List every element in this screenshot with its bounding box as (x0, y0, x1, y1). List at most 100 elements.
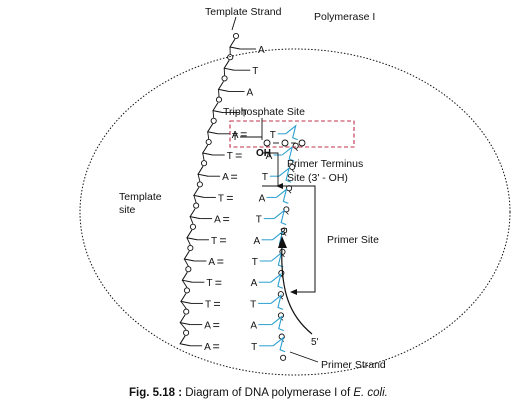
caption-fig: Fig. 5.18 : (129, 387, 182, 399)
three-prime-label: 3' (280, 227, 288, 238)
primer-link (280, 296, 284, 300)
template-base: T (205, 299, 211, 310)
primer-site-arrow-bottom (290, 289, 297, 295)
template-phosphate (183, 287, 191, 294)
primer-base: A (259, 193, 266, 204)
template-base: A (258, 45, 265, 56)
primer-link (283, 233, 287, 236)
template-phosphate (185, 266, 192, 273)
primer-site-bracket (282, 185, 316, 293)
primer-link (291, 169, 295, 173)
primer-base: T (270, 130, 276, 141)
template-phosphate (215, 96, 223, 103)
template-sugar (223, 59, 235, 71)
oh-label: OH (256, 148, 271, 159)
triphosphate-site-label: Triphosphate Site (223, 106, 305, 118)
template-sugar (179, 335, 191, 347)
template-base: A (204, 342, 211, 353)
template-link (207, 131, 210, 140)
primer-terminus-label-2: Site (3' - OH) (287, 172, 348, 184)
template-phosphate (193, 202, 200, 209)
primer-base: T (256, 215, 262, 226)
primer-sugar (276, 187, 289, 204)
template-sugar (189, 208, 201, 220)
primer-strand-pointer (289, 351, 319, 363)
primer-phosphate (292, 142, 299, 149)
primer-sugar (270, 293, 284, 310)
template-sugar (186, 229, 198, 241)
template-sugar (179, 314, 191, 326)
template-base: T (252, 66, 258, 77)
triphosphate-circle-1 (263, 139, 271, 147)
template-base: A (232, 130, 239, 141)
primer-link (282, 254, 285, 258)
primer-base: A (266, 151, 273, 162)
polymerase-ellipse (79, 48, 511, 376)
primer-base: T (250, 299, 256, 310)
template-sugar (229, 38, 241, 50)
template-base: A (208, 257, 215, 268)
template-base: T (218, 193, 224, 204)
primer-sugar (271, 251, 284, 268)
primer-sugar (270, 272, 284, 289)
primer-link (295, 148, 298, 152)
caption-species: E. coli. (353, 387, 388, 399)
template-phosphate (232, 32, 240, 40)
primer-base: T (262, 172, 268, 183)
template-phosphate (210, 117, 217, 124)
primer-terminus-bracket (262, 152, 279, 187)
template-link (183, 258, 189, 267)
template-link (179, 322, 187, 331)
template-base: A (247, 87, 254, 98)
primer-base: T (251, 342, 257, 353)
primer-strand-label: Primer Strand (321, 359, 386, 371)
template-site-label-2: site (119, 204, 136, 216)
template-base: T (227, 151, 233, 162)
template-phosphate (187, 244, 194, 252)
primer-site-arrow-top (276, 183, 283, 189)
primer-terminus-label-1: Primer Terminus (287, 158, 363, 170)
primer-sugar (285, 124, 298, 141)
template-sugar (201, 144, 213, 156)
template-base: A (214, 215, 221, 226)
template-sugar (181, 271, 193, 283)
template-sugar (206, 123, 218, 135)
template-link (180, 301, 187, 309)
template-strand-label: Template Strand (205, 6, 282, 18)
five-prime-label: 5' (311, 337, 319, 348)
template-link (189, 216, 194, 224)
template-phosphate (196, 181, 203, 188)
figure-caption: Fig. 5.18 : Diagram of DNA polymerase I … (129, 387, 388, 399)
primer-phosphate (280, 354, 287, 361)
primer-phosphate (283, 206, 290, 213)
primer-link (286, 212, 289, 215)
template-phosphate (205, 138, 212, 146)
template-phosphate (221, 75, 228, 82)
template-phosphate (183, 329, 190, 336)
template-sugar (217, 81, 229, 92)
template-base: T (241, 109, 247, 120)
template-base: A (204, 321, 211, 332)
primer-base: A (251, 278, 258, 289)
primer-sugar (271, 315, 284, 332)
direction-arrow (281, 243, 313, 335)
triphosphate-site-box (229, 120, 355, 148)
template-phosphate (189, 223, 197, 230)
template-phosphate (227, 54, 234, 61)
caption-text: Diagram of DNA polymerase I of (182, 387, 353, 399)
template-link (212, 110, 215, 118)
template-strand-pointer (231, 16, 237, 31)
template-link (202, 152, 205, 161)
template-link (197, 174, 201, 182)
primer-link (288, 190, 292, 194)
primer-sugar (278, 166, 292, 183)
template-base: A (222, 172, 229, 183)
template-sugar (183, 250, 195, 262)
primer-base: A (253, 236, 260, 247)
primer-phosphate (278, 269, 285, 277)
template-sugar (212, 102, 224, 114)
primer-sugar (272, 336, 286, 353)
